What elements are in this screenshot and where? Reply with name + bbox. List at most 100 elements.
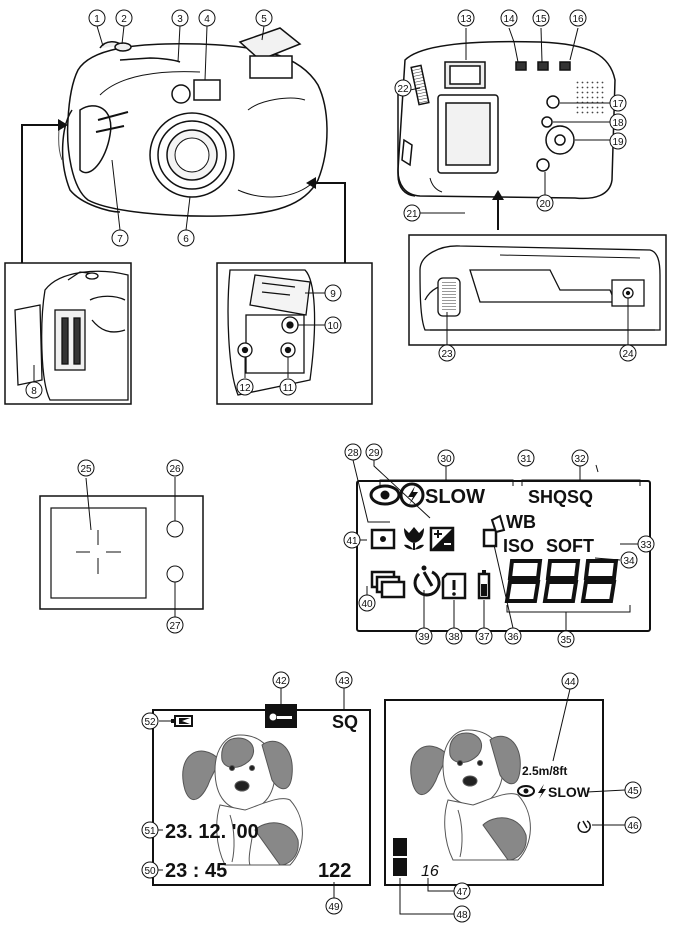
callout-circle bbox=[141, 861, 159, 879]
callout-number: 50 bbox=[144, 866, 156, 877]
inset-card-slot bbox=[4, 262, 132, 405]
inset-bottom-view bbox=[408, 234, 667, 346]
callout-30: 30 bbox=[437, 449, 455, 467]
callout-number: 42 bbox=[275, 676, 287, 687]
protect-icon bbox=[265, 704, 297, 728]
callout-circle bbox=[343, 531, 361, 549]
dog-illustration bbox=[182, 734, 303, 866]
callout-circle bbox=[445, 627, 463, 645]
callout-circle bbox=[620, 551, 638, 569]
callout-26: 26 bbox=[166, 459, 184, 477]
iso-label: ISO bbox=[503, 536, 534, 556]
callout-circle bbox=[324, 284, 342, 302]
callout-circle bbox=[358, 594, 376, 612]
callout-number: 3 bbox=[177, 14, 183, 25]
callout-circle bbox=[166, 459, 184, 477]
callout-45: 45 bbox=[624, 781, 642, 799]
slow-sync-label: SLOW bbox=[425, 486, 485, 508]
lcd-left-callout-lines bbox=[158, 688, 345, 898]
callout-35: 35 bbox=[557, 630, 575, 648]
flash-mode-slow: SLOW bbox=[548, 784, 591, 800]
self-timer-icon bbox=[413, 565, 441, 597]
callout-circle bbox=[335, 671, 353, 689]
lcd-right-callout-lines bbox=[399, 688, 626, 915]
callout-2: 2 bbox=[115, 9, 133, 27]
callout-number: 44 bbox=[564, 677, 576, 688]
exposure-compensation-icon bbox=[429, 526, 455, 552]
callout-16: 16 bbox=[569, 9, 587, 27]
callout-circle bbox=[325, 897, 343, 915]
callout-circle bbox=[500, 9, 518, 27]
front-arrows bbox=[21, 124, 346, 265]
flash-range: 2.5m/8ft bbox=[522, 764, 567, 778]
quality-modes-label: SHQSQ bbox=[528, 487, 593, 507]
callout-number: 48 bbox=[456, 910, 468, 921]
battery-icon bbox=[477, 570, 491, 600]
callout-circle bbox=[141, 821, 159, 839]
callout-41: 41 bbox=[343, 531, 361, 549]
callout-1: 1 bbox=[88, 9, 106, 27]
macro-icon bbox=[404, 527, 424, 550]
callout-number: 15 bbox=[535, 14, 547, 25]
spot-metering-icon bbox=[370, 528, 396, 550]
callout-21: 21 bbox=[403, 204, 421, 222]
callout-number: 45 bbox=[627, 786, 639, 797]
callout-number: 32 bbox=[574, 454, 586, 465]
card-write-icon bbox=[482, 514, 506, 548]
callout-38: 38 bbox=[445, 627, 463, 645]
callout-51: 51 bbox=[141, 821, 159, 839]
callout-10: 10 bbox=[324, 316, 342, 334]
callout-number: 31 bbox=[520, 454, 532, 465]
callout-43: 43 bbox=[335, 671, 353, 689]
callout-number: 29 bbox=[368, 448, 380, 459]
lcd-monitor-shooting: 2.5m/8ft SLOW 16 bbox=[384, 699, 604, 886]
memory-gauge-icon bbox=[393, 838, 407, 876]
callout-circle bbox=[77, 459, 95, 477]
callout-number: 43 bbox=[338, 676, 350, 687]
callout-circle bbox=[619, 344, 637, 362]
callout-19: 19 bbox=[609, 132, 627, 150]
callout-circle bbox=[25, 381, 43, 399]
callout-number: 35 bbox=[560, 635, 572, 646]
callout-circle bbox=[437, 449, 455, 467]
callout-circle bbox=[517, 449, 535, 467]
callout-42: 42 bbox=[272, 671, 290, 689]
callout-number: 2 bbox=[121, 14, 127, 25]
callout-number: 37 bbox=[478, 632, 490, 643]
callout-15: 15 bbox=[532, 9, 550, 27]
callout-28: 28 bbox=[344, 443, 362, 461]
callout-4: 4 bbox=[198, 9, 216, 27]
callout-17: 17 bbox=[609, 94, 627, 112]
callout-number: 47 bbox=[456, 887, 468, 898]
callout-number: 19 bbox=[612, 137, 624, 148]
self-timer-indicator-icon bbox=[577, 820, 591, 834]
callout-32: 32 bbox=[571, 449, 589, 467]
battery-level-icon bbox=[171, 715, 193, 727]
lcd-monitor-info: SQ 23. 12. '00 23 : 45 122 bbox=[152, 704, 371, 886]
callout-29: 29 bbox=[365, 443, 383, 461]
callout-circle bbox=[198, 9, 216, 27]
flash-off-icon bbox=[399, 482, 425, 508]
callout-circle bbox=[609, 132, 627, 150]
callout-circle bbox=[609, 94, 627, 112]
callout-number: 13 bbox=[460, 14, 472, 25]
callout-circle bbox=[624, 781, 642, 799]
callout-circle bbox=[532, 9, 550, 27]
callout-number: 33 bbox=[640, 540, 652, 551]
callout-circle bbox=[561, 672, 579, 690]
red-eye-icon bbox=[369, 484, 401, 506]
callout-number: 46 bbox=[627, 821, 639, 832]
callout-40: 40 bbox=[358, 594, 376, 612]
callout-number: 1 bbox=[94, 14, 100, 25]
callout-number: 4 bbox=[204, 14, 210, 25]
callout-22: 22 bbox=[394, 79, 412, 97]
callout-circle bbox=[166, 616, 184, 634]
sequential-shooting-icon bbox=[370, 570, 406, 599]
callout-33: 33 bbox=[637, 535, 655, 553]
callout-12: 12 bbox=[236, 378, 254, 396]
callout-36: 36 bbox=[504, 627, 522, 645]
callout-34: 34 bbox=[620, 551, 638, 569]
callout-circle bbox=[141, 712, 159, 730]
